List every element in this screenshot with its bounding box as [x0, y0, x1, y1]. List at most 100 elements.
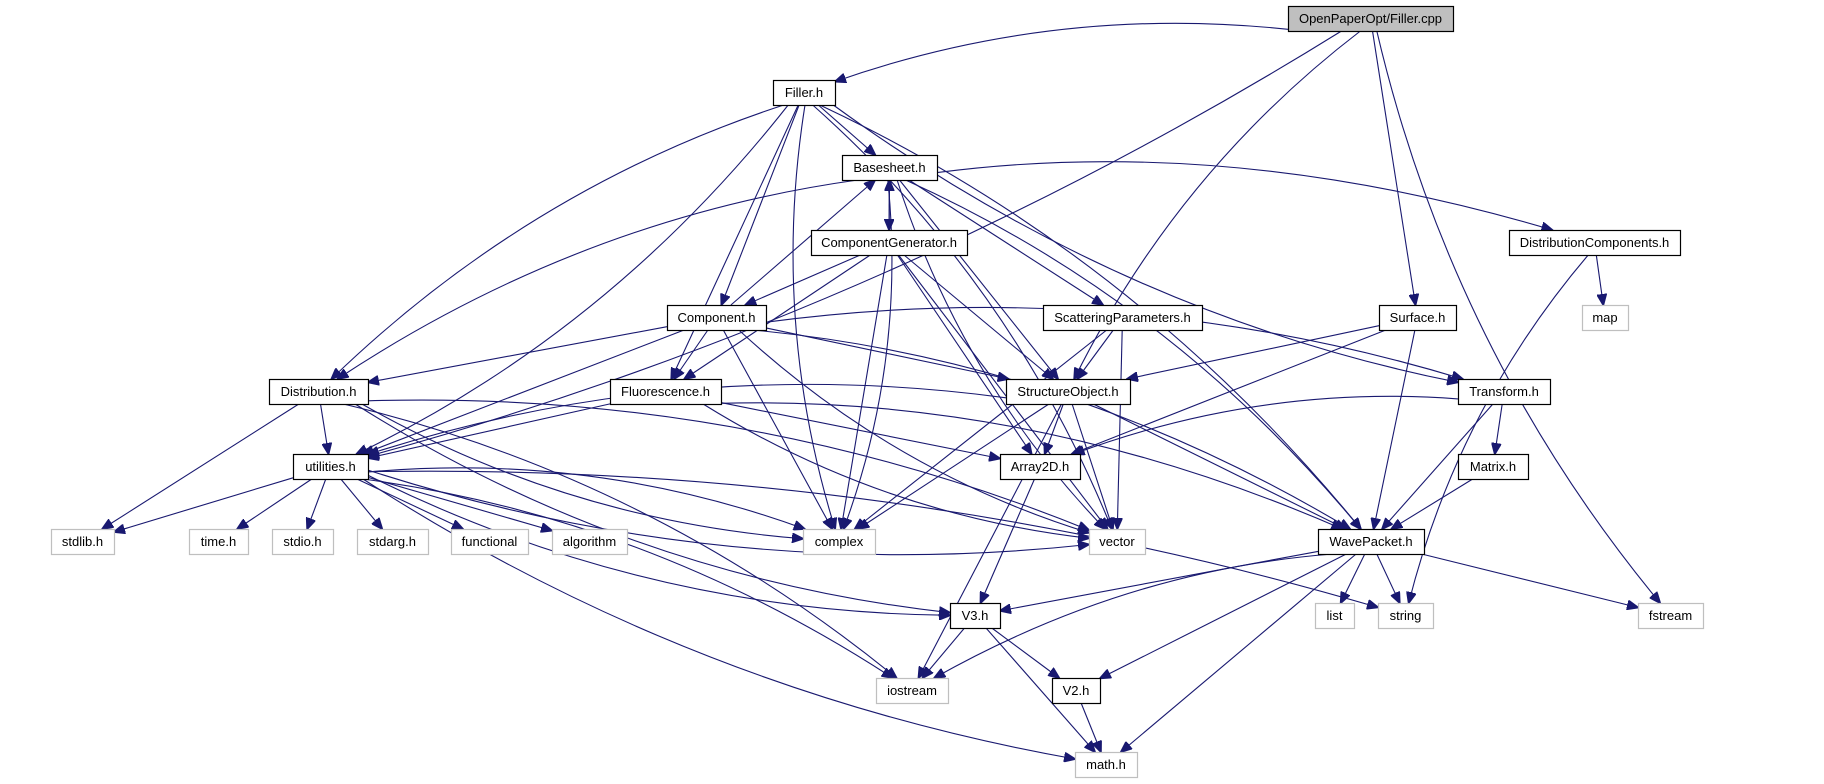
edge-utilities_h-to-string — [367, 470, 1378, 607]
edge-surface_h-to-array2d_h — [1072, 329, 1387, 454]
edge-v3_h-to-iostream — [923, 627, 965, 678]
node-box[interactable] — [271, 528, 335, 556]
node-box[interactable] — [1457, 378, 1552, 406]
node-component-h[interactable]: Component.h — [666, 304, 768, 332]
node-string[interactable]: string — [1377, 602, 1435, 630]
node-box[interactable] — [810, 229, 969, 257]
node-label: Surface.h — [1390, 310, 1446, 325]
node-box[interactable] — [1005, 378, 1132, 406]
node-box[interactable] — [841, 154, 939, 182]
edge-structureobject_h-to-wavepacket_h — [1093, 403, 1346, 529]
node-componentgenerator-h[interactable]: ComponentGenerator.h — [810, 229, 969, 257]
node-box[interactable] — [772, 79, 837, 107]
edge-filler_h-to-component_h — [721, 104, 800, 305]
node-box[interactable] — [802, 528, 877, 556]
edge-component_h-to-basesheet_h — [730, 180, 875, 306]
node-box[interactable] — [1508, 229, 1682, 257]
node-box[interactable] — [1088, 528, 1147, 556]
node-label: Distribution.h — [281, 384, 357, 399]
edge-distribution_h-to-stdlib_h — [102, 403, 300, 529]
node-box[interactable] — [292, 453, 370, 481]
node-wavepacket-h[interactable]: WavePacket.h — [1317, 528, 1426, 556]
node-box[interactable] — [999, 453, 1082, 481]
edge-component_h-to-fluorescence_h — [674, 329, 709, 379]
node-label: Component.h — [677, 310, 755, 325]
node-label: Matrix.h — [1470, 459, 1516, 474]
edge-distribution_h-to-complex — [361, 403, 803, 539]
edge-v2_h-to-math_h — [1080, 702, 1101, 752]
node-fluorescence-h[interactable]: Fluorescence.h — [609, 378, 723, 406]
node-list[interactable]: list — [1314, 602, 1356, 630]
edge-basesheet_h-to-distribution_h — [337, 179, 858, 379]
node-fstream[interactable]: fstream — [1637, 602, 1705, 630]
node-box[interactable] — [1457, 453, 1530, 481]
node-label: StructureObject.h — [1017, 384, 1118, 399]
node-distribution-h[interactable]: Distribution.h — [268, 378, 370, 406]
node-transform-h[interactable]: Transform.h — [1457, 378, 1552, 406]
edge-utilities_h-to-iostream — [362, 478, 893, 678]
node-algorithm[interactable]: algorithm — [551, 528, 629, 556]
node-surface-h[interactable]: Surface.h — [1378, 304, 1458, 332]
node-box[interactable] — [1051, 677, 1102, 705]
edge-utilities_h-to-algorithm — [367, 476, 552, 530]
node-box[interactable] — [356, 528, 430, 556]
node-stdarg-h[interactable]: stdarg.h — [356, 528, 430, 556]
node-box[interactable] — [188, 528, 250, 556]
node-box[interactable] — [1637, 602, 1705, 630]
node-distributioncomponents-h[interactable]: DistributionComponents.h — [1508, 229, 1682, 257]
edge-structureobject_h-to-iostream — [919, 403, 1062, 678]
node-time-h[interactable]: time.h — [188, 528, 250, 556]
node-label: Array2D.h — [1011, 459, 1070, 474]
node-stdio-h[interactable]: stdio.h — [271, 528, 335, 556]
edge-basesheet_h-to-structureobject_h — [899, 179, 1059, 379]
node-v3-h[interactable]: V3.h — [949, 602, 1002, 630]
node-structureobject-h[interactable]: StructureObject.h — [1005, 378, 1132, 406]
node-array2d-h[interactable]: Array2D.h — [999, 453, 1082, 481]
node-matrix-h[interactable]: Matrix.h — [1457, 453, 1530, 481]
node-basesheet-h[interactable]: Basesheet.h — [841, 154, 939, 182]
edge-filler_h-to-fluorescence_h — [671, 104, 799, 379]
node-box[interactable] — [1287, 5, 1455, 33]
edge-wavepacket_h-to-iostream — [934, 553, 1333, 678]
node-box[interactable] — [50, 528, 116, 556]
node-scatteringparameters-h[interactable]: ScatteringParameters.h — [1042, 304, 1204, 332]
edge-array2d_h-to-v3_h — [981, 478, 1036, 603]
edge-structureobject_h-to-array2d_h — [1045, 403, 1064, 454]
node-box[interactable] — [609, 378, 723, 406]
edge-matrix_h-to-wavepacket_h — [1391, 478, 1473, 529]
node-box[interactable] — [1042, 304, 1204, 332]
node-label: iostream — [887, 683, 937, 698]
node-map[interactable]: map — [1581, 304, 1630, 332]
node-vector[interactable]: vector — [1088, 528, 1147, 556]
edge-basesheet_h-to-distributioncomponents_h — [936, 161, 1552, 230]
node-v2-h[interactable]: V2.h — [1051, 677, 1102, 705]
node-box[interactable] — [1581, 304, 1630, 332]
node-box[interactable] — [1317, 528, 1426, 556]
node-box[interactable] — [1378, 304, 1458, 332]
node-utilities-h[interactable]: utilities.h — [292, 453, 370, 481]
node-box[interactable] — [1314, 602, 1356, 630]
node-box[interactable] — [450, 528, 530, 556]
node-box[interactable] — [666, 304, 768, 332]
edge-utilities_h-to-functional — [356, 478, 463, 529]
node-box[interactable] — [875, 677, 950, 705]
edge-distribution_h-to-v3_h — [354, 403, 950, 613]
edge-component_h-to-vector — [738, 329, 1089, 533]
node-box[interactable] — [1074, 751, 1139, 779]
node-box[interactable] — [268, 378, 370, 406]
node-box[interactable] — [551, 528, 629, 556]
edge-componentgenerator_h-to-array2d_h — [896, 254, 1031, 454]
node-iostream[interactable]: iostream — [875, 677, 950, 705]
node-functional[interactable]: functional — [450, 528, 530, 556]
node-filler-cpp[interactable]: OpenPaperOpt/Filler.cpp — [1287, 5, 1455, 33]
node-math-h[interactable]: math.h — [1074, 751, 1139, 779]
node-stdlib-h[interactable]: stdlib.h — [50, 528, 116, 556]
node-label: time.h — [201, 534, 236, 549]
edge-fluorescence_h-to-wavepacket_h — [720, 402, 1342, 529]
node-box[interactable] — [949, 602, 1002, 630]
node-complex[interactable]: complex — [802, 528, 877, 556]
node-box[interactable] — [1377, 602, 1435, 630]
node-filler-h[interactable]: Filler.h — [772, 79, 837, 107]
edge-filler_cpp-to-filler_h — [835, 22, 1289, 81]
